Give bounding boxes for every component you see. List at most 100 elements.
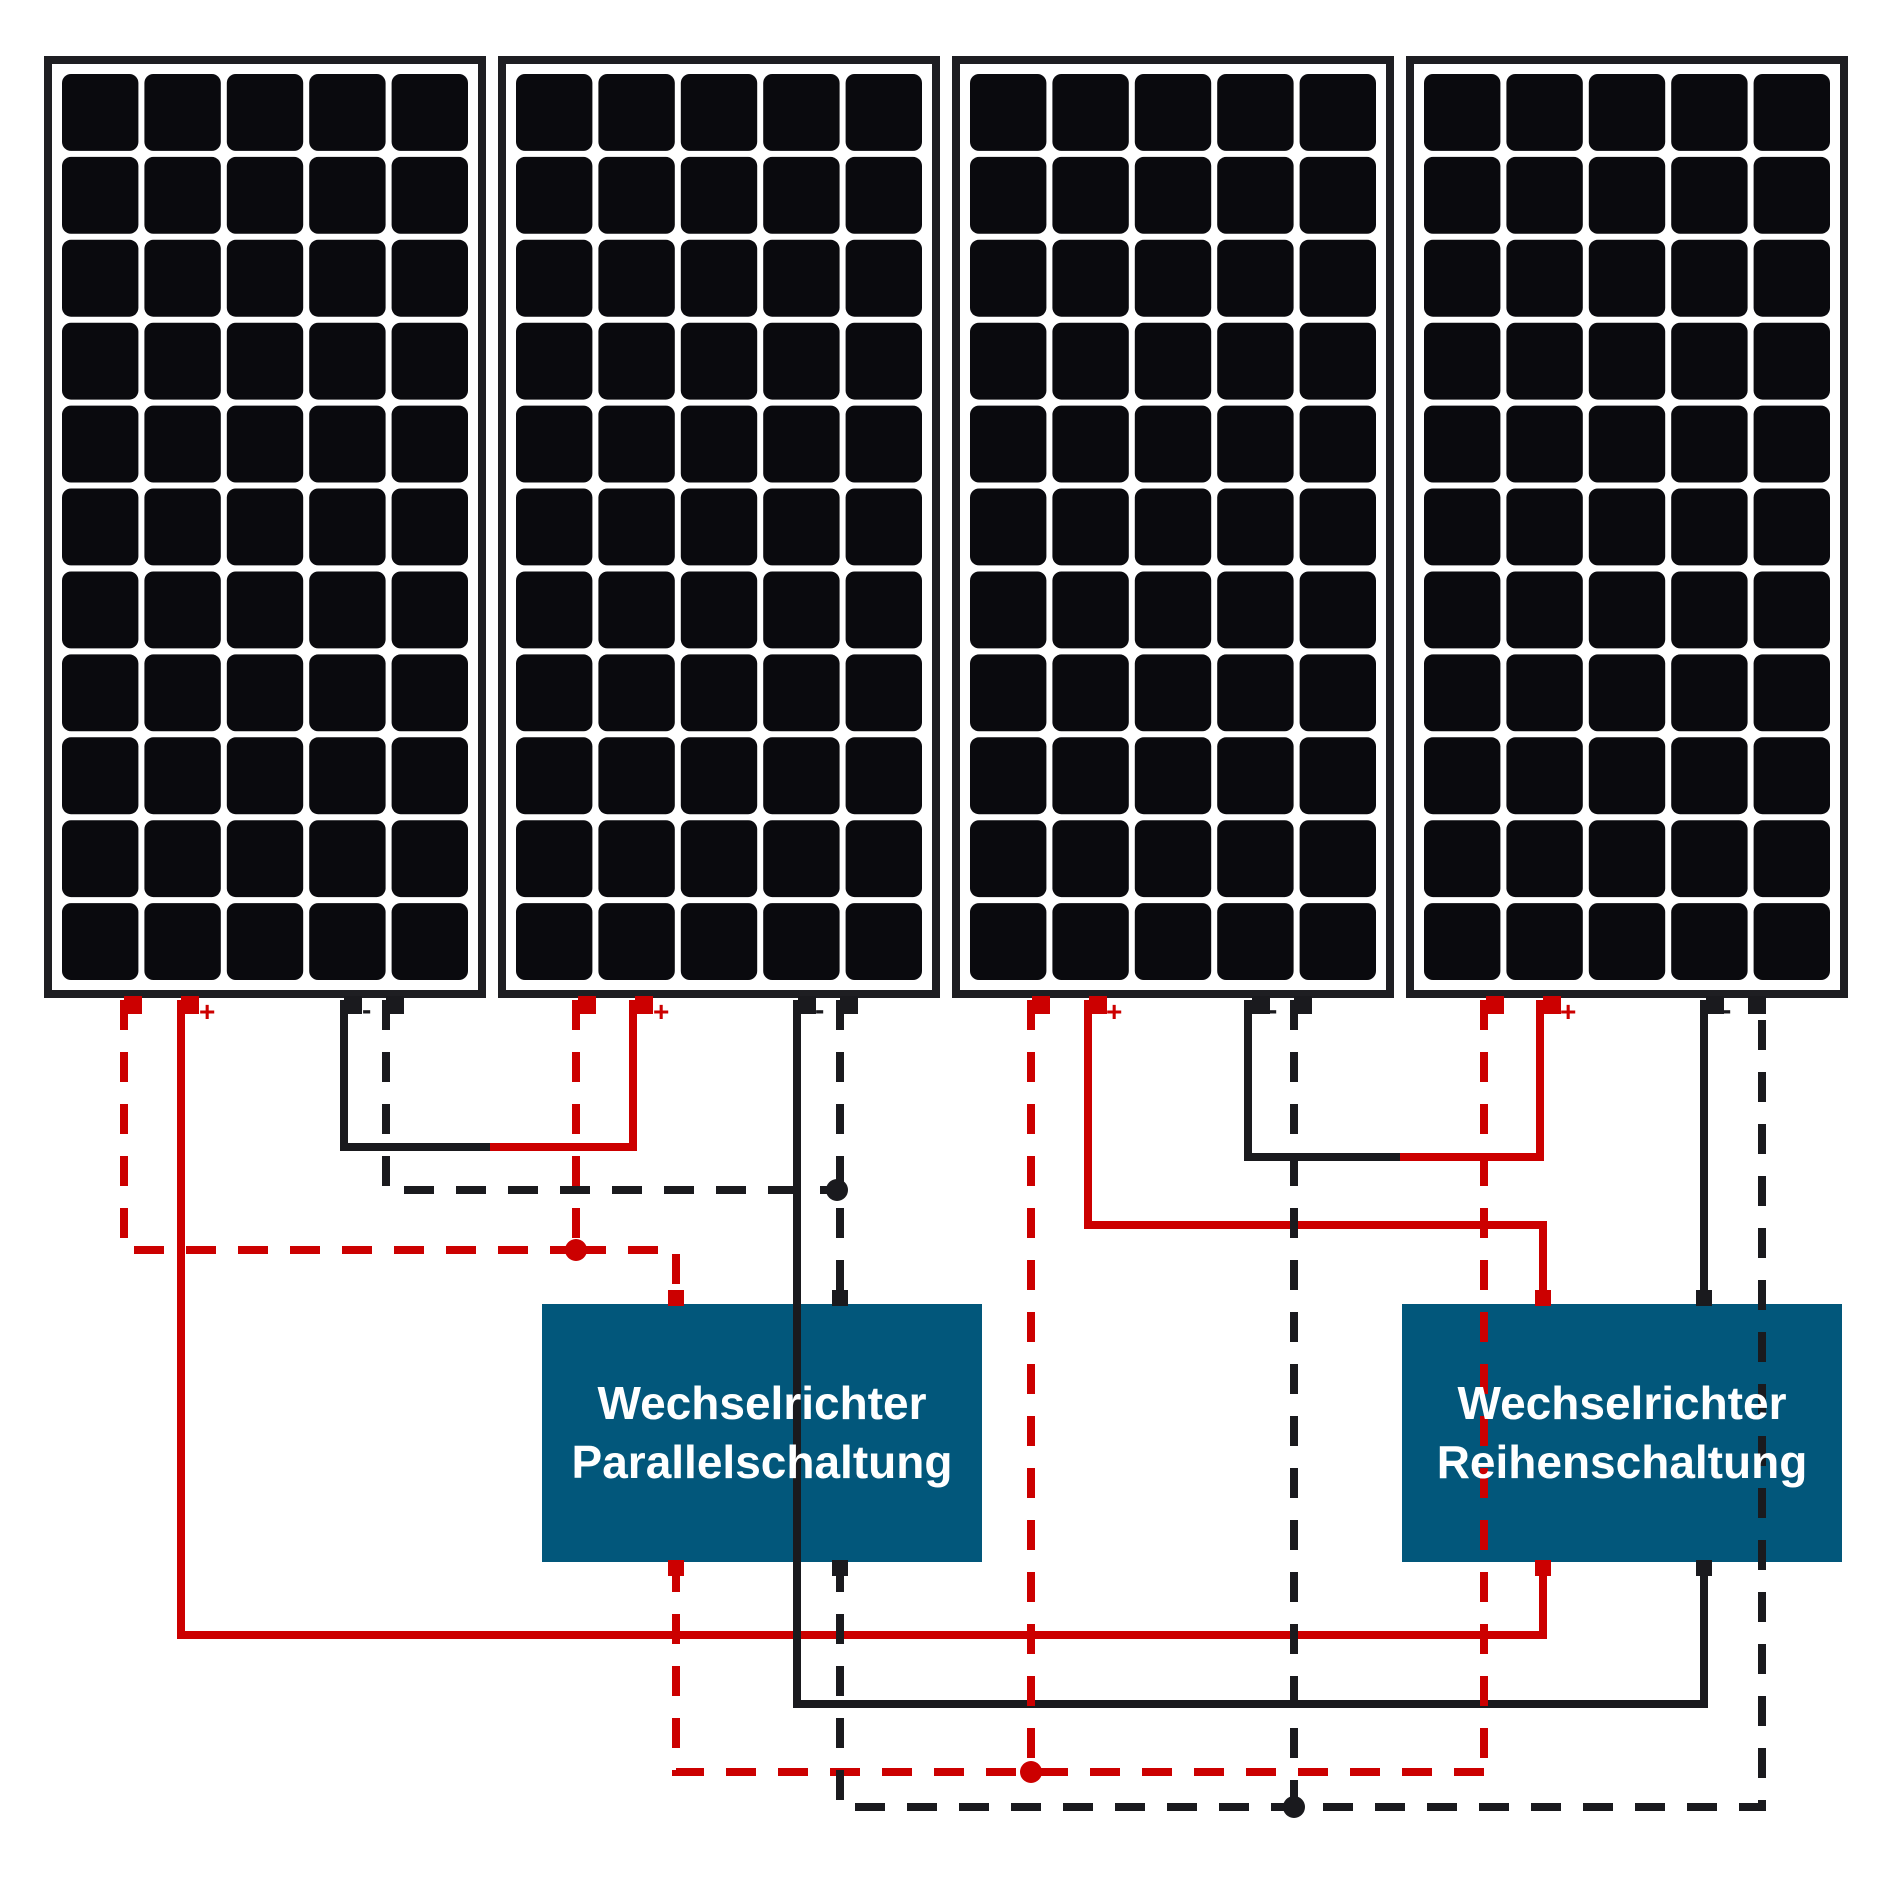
solar-cell [598, 737, 675, 815]
solar-cell [970, 820, 1047, 898]
solar-cell [1424, 239, 1501, 317]
solar-cell [1424, 737, 1501, 815]
solar-cell [1506, 903, 1583, 980]
solar-cell [62, 239, 139, 317]
solar-cell [680, 239, 758, 317]
solar-cell [970, 74, 1047, 151]
solar-cell [391, 903, 468, 980]
inverter-series-subtitle: Reihenschaltung [1436, 1436, 1808, 1488]
solar-cell [391, 488, 468, 566]
solar-cell [1134, 239, 1212, 317]
terminal-minus-series [798, 996, 816, 1014]
solar-cell [1671, 239, 1748, 317]
solar-cell [1424, 405, 1501, 483]
solar-cell [1052, 322, 1129, 400]
solar-cell [1299, 654, 1376, 732]
terminal-minus-series [344, 996, 362, 1014]
solar-cell [516, 239, 593, 317]
terminal-minus-series [1252, 996, 1270, 1014]
solar-cell [1424, 156, 1501, 234]
solar-cell [391, 405, 468, 483]
solar-cell [1052, 903, 1129, 980]
solar-cell [763, 156, 840, 234]
solar-cell [1506, 488, 1583, 566]
solar-cell [1134, 488, 1212, 566]
solar-cell [1753, 239, 1830, 317]
solar-cell [1588, 405, 1666, 483]
solar-cell [1424, 74, 1501, 151]
solar-cell [516, 488, 593, 566]
solar-cell [1506, 820, 1583, 898]
solar-cell [1299, 488, 1376, 566]
solar-cell [1134, 322, 1212, 400]
solar-cell [62, 737, 139, 815]
inverter-parallel-terminal-minus-top [832, 1290, 848, 1306]
solar-cell [1424, 820, 1501, 898]
solar-cell [763, 820, 840, 898]
solar-cell [598, 571, 675, 649]
terminal-minus-series [1706, 996, 1724, 1014]
solar-cell [1217, 322, 1294, 400]
solar-cell [845, 903, 922, 980]
solar-cell [1217, 571, 1294, 649]
solar-cell [309, 571, 386, 649]
solar-cell [516, 820, 593, 898]
panel-3-positive-label: + [1106, 996, 1123, 1027]
series-link-black-left [340, 1000, 490, 1151]
inverter-parallel-subtitle: Parallelschaltung [571, 1436, 953, 1488]
inverter-parallel-terminal-minus-bottom [832, 1560, 848, 1576]
solar-cell [680, 488, 758, 566]
solar-cell [680, 405, 758, 483]
solar-cell [1588, 239, 1666, 317]
solar-cell [1299, 571, 1376, 649]
panel-2-negative-label: - [815, 994, 825, 1025]
solar-cell [144, 737, 221, 815]
solar-cell [309, 903, 386, 980]
solar-cell [1052, 737, 1129, 815]
inverter-parallel-terminal-plus-bottom [668, 1560, 684, 1576]
solar-cell [1299, 903, 1376, 980]
panel-2-positive-label: + [653, 996, 670, 1027]
junction-dot-red-top [565, 1239, 587, 1261]
solar-cell [1052, 654, 1129, 732]
solar-cell [1134, 156, 1212, 234]
panel-1-negative-label: - [362, 994, 372, 1025]
solar-cell [62, 74, 139, 151]
solar-cell [1299, 405, 1376, 483]
solar-cell [763, 571, 840, 649]
solar-cell [970, 737, 1047, 815]
series-wiring [177, 1000, 1708, 1708]
solar-cell [1134, 820, 1212, 898]
solar-cell [391, 571, 468, 649]
solar-cell [1299, 322, 1376, 400]
solar-cell [62, 903, 139, 980]
solar-cell [1424, 654, 1501, 732]
solar-cell [763, 405, 840, 483]
solar-cell [1506, 74, 1583, 151]
terminal-plus-parallel [1486, 996, 1504, 1014]
solar-cell [309, 156, 386, 234]
panel-1-positive-label: + [199, 996, 216, 1027]
solar-cell [62, 488, 139, 566]
inverter-series-terminal-plus-bottom [1535, 1560, 1551, 1576]
solar-cell [516, 322, 593, 400]
solar-cell [845, 239, 922, 317]
series-minus-loop-bottom [793, 1000, 1708, 1708]
solar-cell [1052, 405, 1129, 483]
solar-cell [144, 488, 221, 566]
solar-cell [226, 156, 304, 234]
solar-cell [845, 820, 922, 898]
solar-cell [1134, 737, 1212, 815]
solar-cell [1052, 74, 1129, 151]
solar-cell [226, 322, 304, 400]
inverter-parallel: Wechselrichter Parallelschaltung [542, 1304, 982, 1562]
solar-cell [1134, 405, 1212, 483]
solar-cell [391, 156, 468, 234]
solar-cell [1506, 322, 1583, 400]
solar-cell [1671, 903, 1748, 980]
inverter-series: Wechselrichter Reihenschaltung [1402, 1304, 1842, 1562]
solar-panel-1 [44, 56, 486, 1014]
solar-cell [1671, 322, 1748, 400]
solar-cell [845, 156, 922, 234]
solar-cell [1506, 571, 1583, 649]
